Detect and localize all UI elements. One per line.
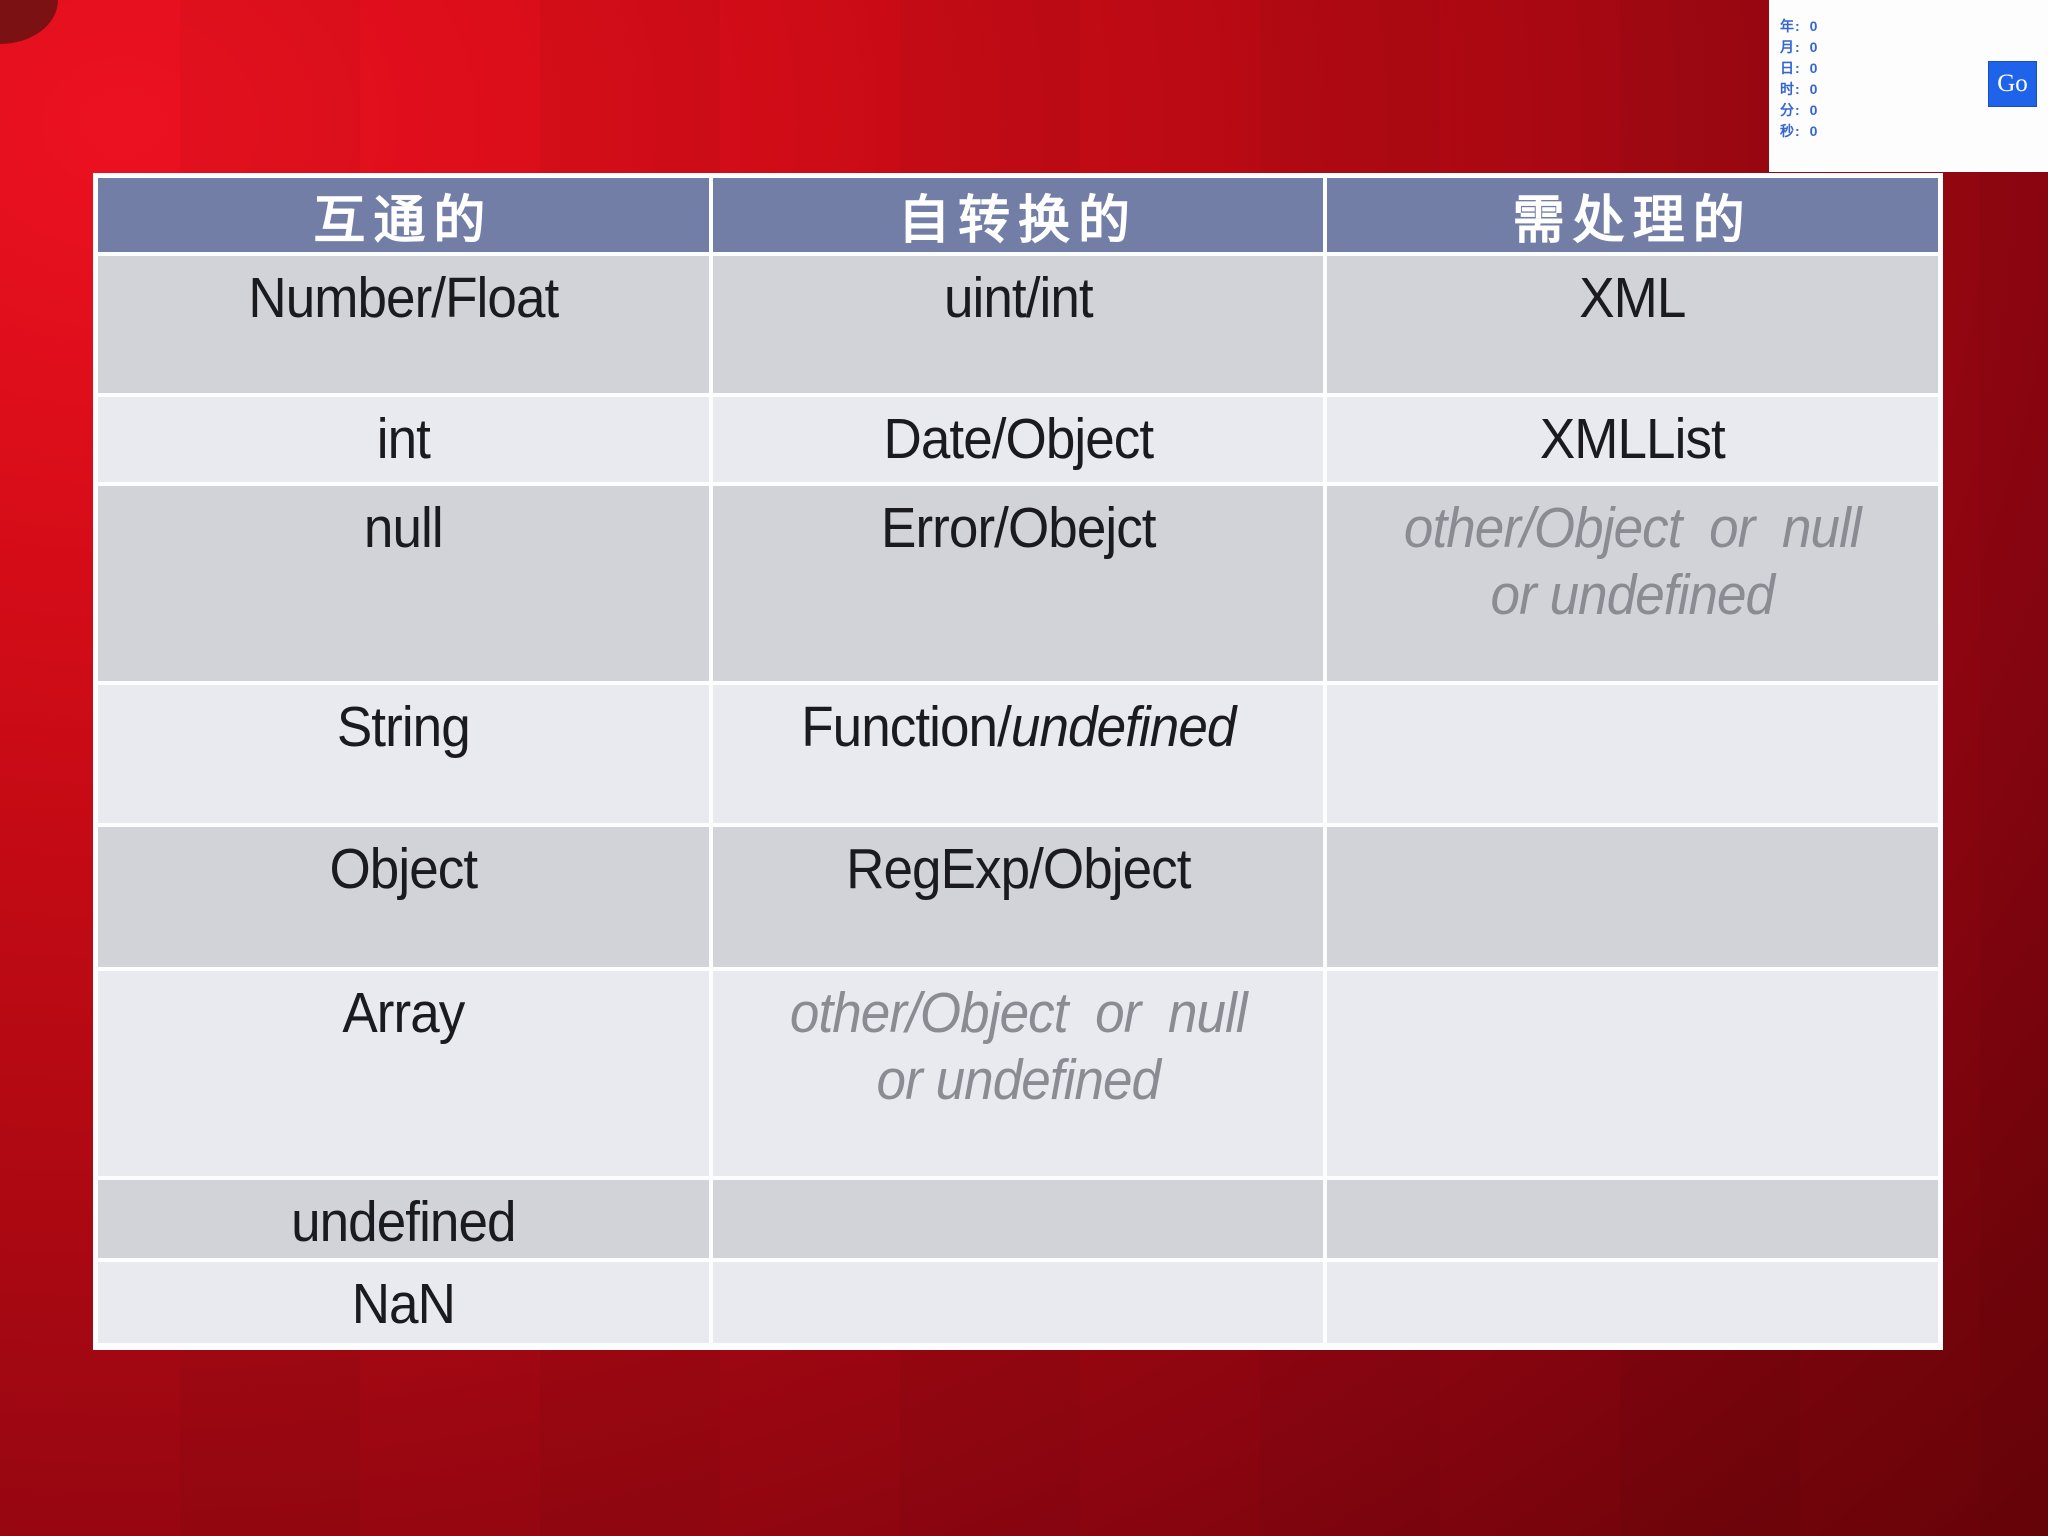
table-cell-text: other/Object or null or undefined <box>1404 496 1862 628</box>
corner-mark <box>0 0 58 44</box>
table-cell <box>1327 1262 1938 1343</box>
timer-panel: 年: 0 月: 0 日: 0 时: 0 分: 0 秒: 0 Go <box>1769 0 2048 172</box>
timer-field-label: 时: <box>1780 81 1801 97</box>
timer-field-value: 0 <box>1809 60 1819 76</box>
timer-field-label: 秒: <box>1780 123 1801 139</box>
timer-field-label: 分: <box>1780 102 1801 118</box>
table-cell: XML <box>1327 256 1938 393</box>
table-cell-text: XMLList <box>1540 407 1726 471</box>
timer-field-value: 0 <box>1809 18 1819 34</box>
table-cell: other/Object or null or undefined <box>1327 486 1938 681</box>
table-cell-text: RegExp/Object <box>845 837 1191 901</box>
timer-field-value: 0 <box>1809 102 1819 118</box>
table-cell: undefined <box>98 1180 709 1258</box>
timer-field-label: 日: <box>1780 60 1801 76</box>
table-cell <box>1327 685 1938 823</box>
table-cell: Object <box>98 827 709 967</box>
timer-field: 分: 0 <box>1780 100 1818 121</box>
table-cell-text: other/Object or null or undefined <box>789 981 1248 1113</box>
table-cell-text: Function/undefined <box>800 695 1236 759</box>
table-cell: NaN <box>98 1262 709 1343</box>
table-cell-text: Array <box>342 981 465 1045</box>
table-cell: String <box>98 685 709 823</box>
timer-field-label: 月: <box>1780 39 1801 55</box>
conversion-table: 互通的自转换的需处理的 Number/Float uint/int XML int Dat… <box>98 178 1938 1345</box>
table-cell: Function/undefined <box>712 685 1324 823</box>
table-cell-text: null <box>363 496 444 560</box>
table-cell: Array <box>98 971 709 1176</box>
timer-field: 时: 0 <box>1780 79 1818 100</box>
timer-field-list: 年: 0 月: 0 日: 0 时: 0 分: 0 秒: 0 <box>1780 16 1818 142</box>
table-cell <box>712 1262 1324 1343</box>
table-cell-text: uint/int <box>943 266 1094 330</box>
table-cell: uint/int <box>712 256 1324 393</box>
timer-field-value: 0 <box>1809 123 1819 139</box>
table-cell-text: int <box>376 407 431 471</box>
table-cell: Date/Object <box>712 397 1324 482</box>
table-cell: XMLList <box>1327 397 1938 482</box>
timer-field: 日: 0 <box>1780 58 1818 79</box>
table-cell: Number/Float <box>98 256 709 393</box>
go-button[interactable]: Go <box>1988 61 2037 107</box>
table-cell: other/Object or null or undefined <box>712 971 1324 1176</box>
timer-field: 年: 0 <box>1780 16 1818 37</box>
timer-field-value: 0 <box>1809 39 1819 55</box>
table-cell-text: XML <box>1579 266 1687 330</box>
table-cell-text: Object <box>329 837 479 901</box>
table-cell-text: undefined <box>291 1190 516 1254</box>
table-cell: null <box>98 486 709 681</box>
timer-field: 月: 0 <box>1780 37 1818 58</box>
table-cell <box>1327 971 1938 1176</box>
timer-field-label: 年: <box>1780 18 1801 34</box>
table-cell: int <box>98 397 709 482</box>
table-cell: Error/Obejct <box>712 486 1324 681</box>
table-cell-text: Error/Obejct <box>880 496 1157 560</box>
table-cell-text: Date/Object <box>883 407 1154 471</box>
table-cell-text: String <box>336 695 471 759</box>
timer-field-value: 0 <box>1809 81 1819 97</box>
column-header: 需处理的 <box>1327 178 1938 252</box>
conversion-table-panel: 互通的自转换的需处理的 Number/Float uint/int XML int Dat… <box>93 173 1943 1350</box>
table-cell-text: NaN <box>351 1272 456 1336</box>
timer-field: 秒: 0 <box>1780 121 1818 142</box>
table-cell <box>1327 1180 1938 1258</box>
table-cell <box>1327 827 1938 967</box>
table-cell <box>712 1180 1324 1258</box>
column-header: 互通的 <box>98 178 709 252</box>
table-cell-text: Number/Float <box>248 266 559 330</box>
column-header: 自转换的 <box>712 178 1324 252</box>
table-cell: RegExp/Object <box>712 827 1324 967</box>
